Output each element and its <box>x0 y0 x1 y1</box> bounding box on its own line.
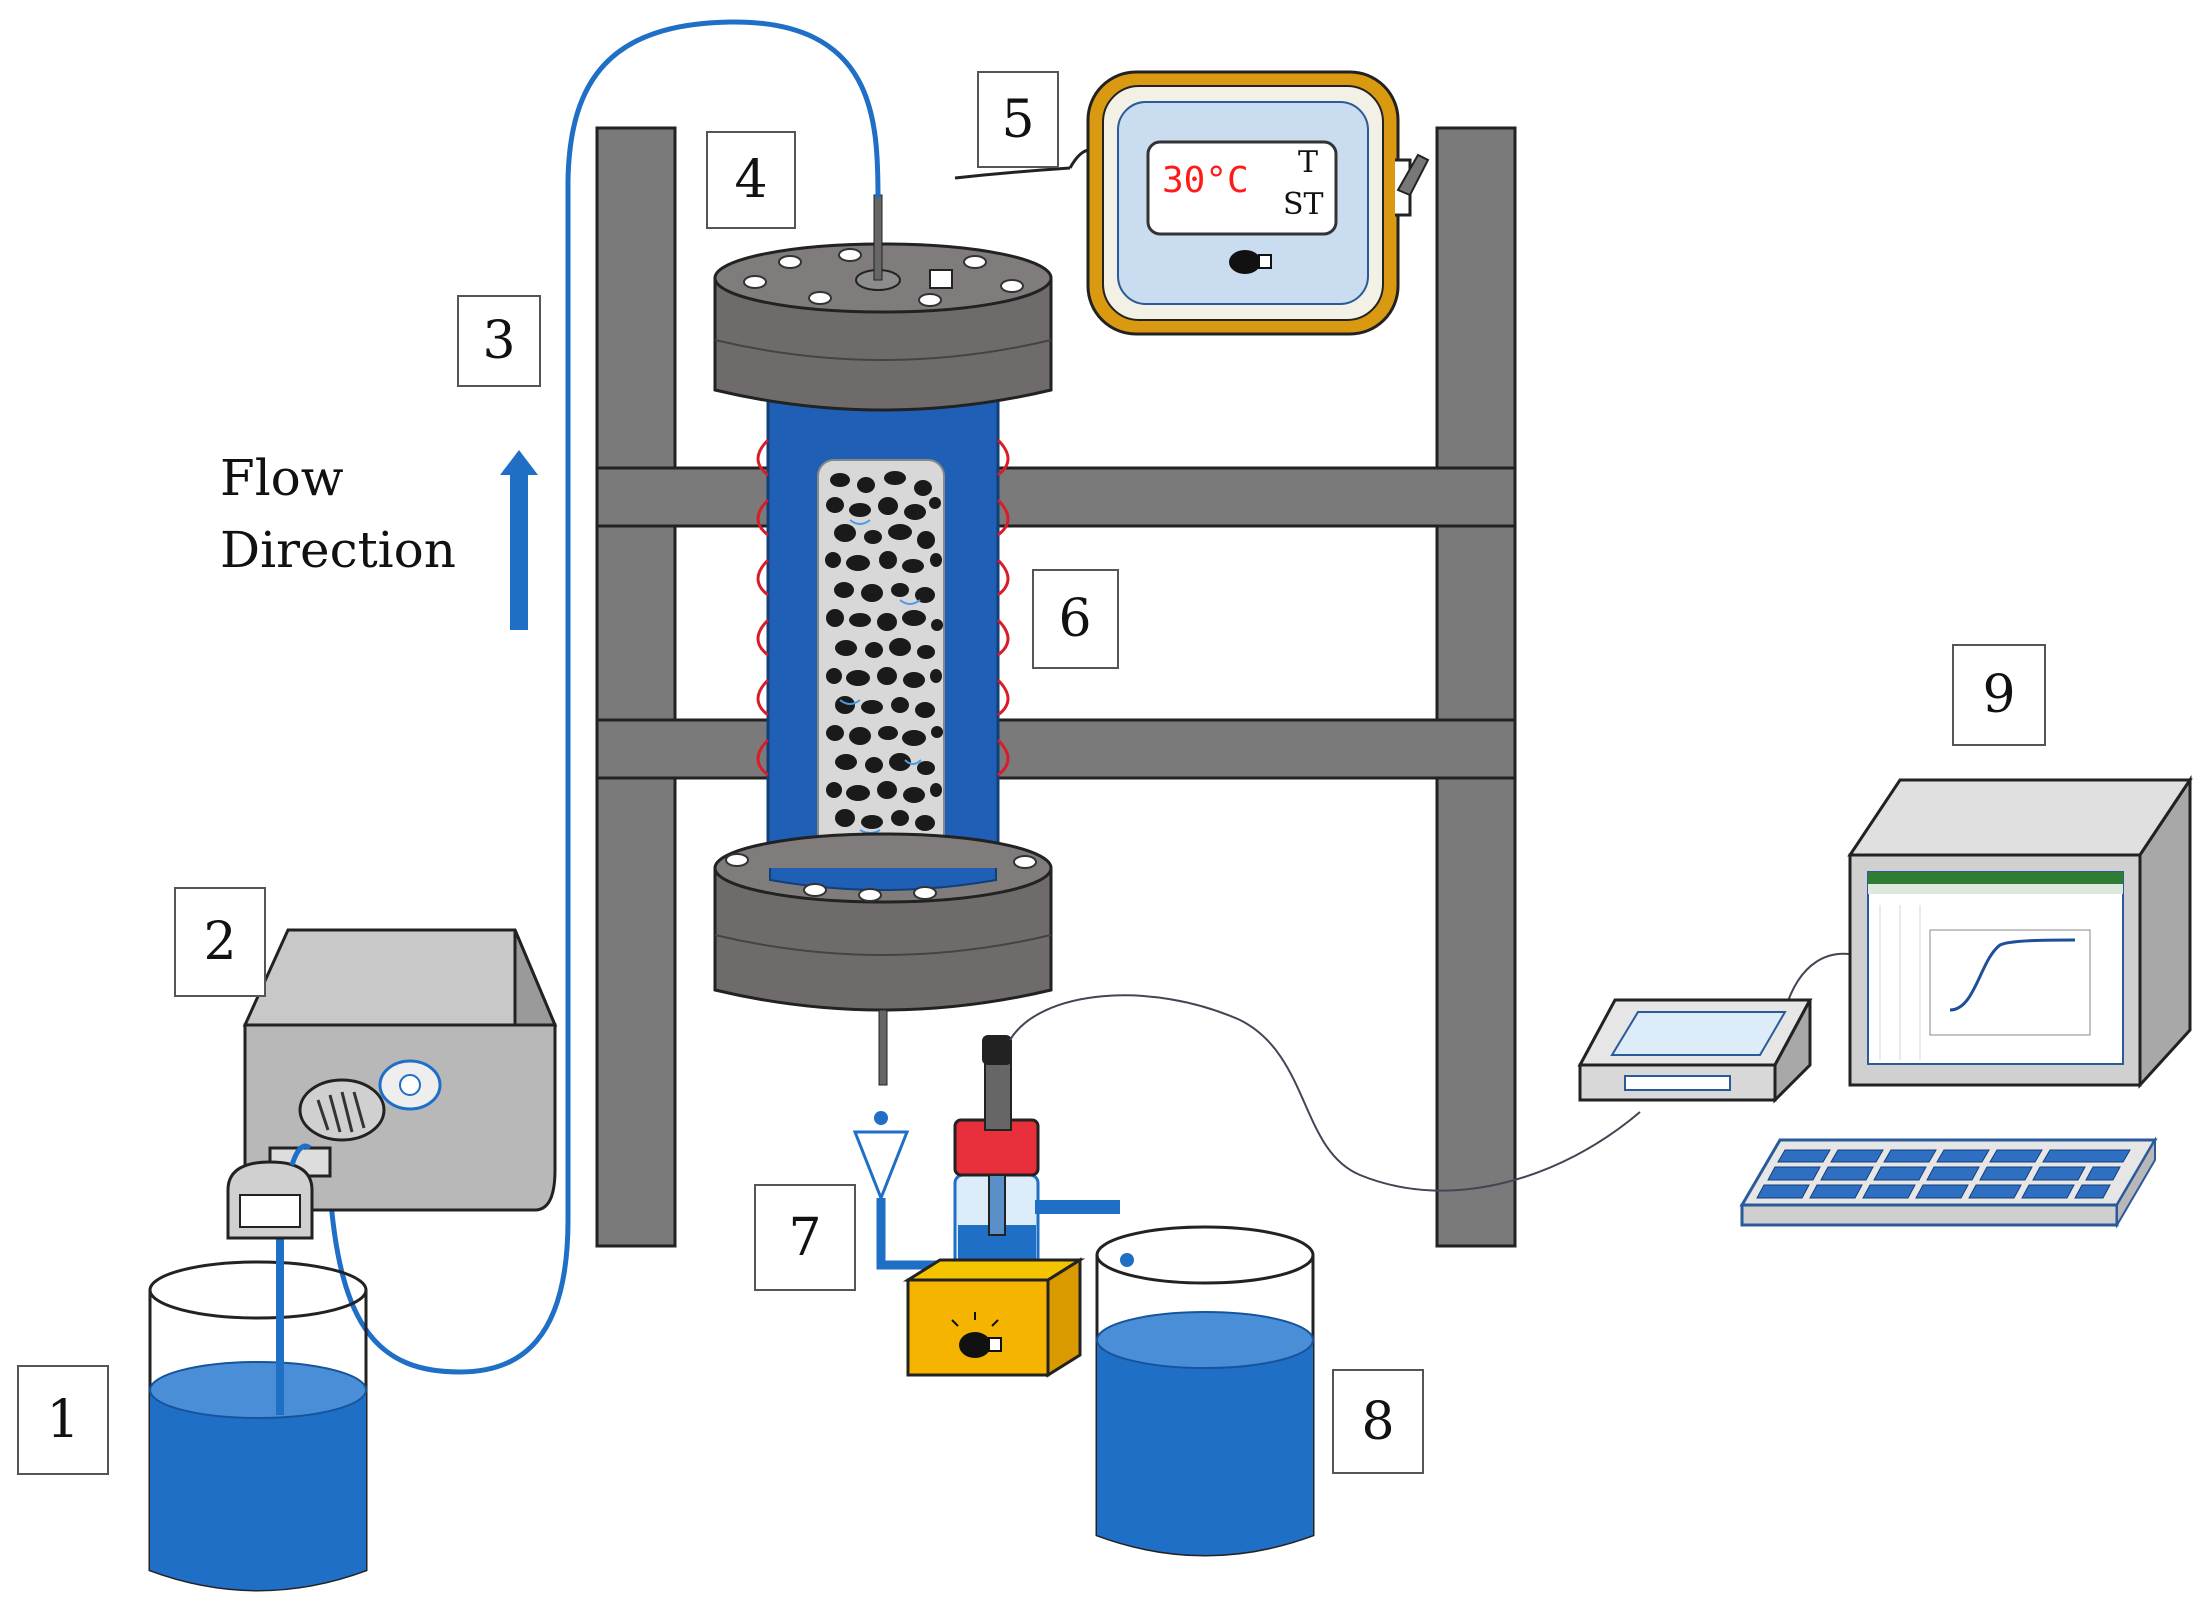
label-8: 8 <box>1332 1369 1424 1474</box>
thermostat-mode-bottom: ST <box>1283 187 1324 222</box>
beaker-icon <box>148 1190 368 1592</box>
label-2: 2 <box>174 887 266 997</box>
bottom-flange <box>713 832 1053 1086</box>
beaker-icon <box>1095 1225 1315 1557</box>
label-6: 6 <box>1032 569 1119 669</box>
flow-direction-arrow <box>500 450 538 630</box>
sensor-probe-icon <box>902 1035 1120 1378</box>
computer-icon <box>1577 775 2193 1104</box>
data-cable <box>1009 994 1641 1192</box>
svg-text:4: 4 <box>734 150 767 210</box>
peristaltic-pump-icon <box>226 928 558 1240</box>
column-icon <box>756 376 1010 900</box>
keyboard-icon <box>1739 1136 2158 1229</box>
label-1: 1 <box>17 1365 109 1475</box>
label-9: 9 <box>1952 644 2046 746</box>
thermostat-temperature: 30°C <box>1162 160 1249 201</box>
svg-text:8: 8 <box>1361 1392 1394 1452</box>
label-3: 3 <box>457 295 541 387</box>
tube-icon <box>327 19 881 1375</box>
flow-label-line1: Flow <box>220 449 344 507</box>
thermostat-mode-top: T <box>1298 145 1318 180</box>
svg-text:5: 5 <box>1001 90 1034 150</box>
label-4: 4 <box>706 131 796 229</box>
flow-label-line2: Direction <box>220 521 456 579</box>
label-5: 5 <box>977 71 1059 168</box>
funnel-icon <box>852 1111 958 1270</box>
label-7: 7 <box>754 1184 856 1291</box>
svg-text:9: 9 <box>1982 665 2015 725</box>
svg-text:2: 2 <box>203 912 236 972</box>
svg-text:7: 7 <box>788 1208 821 1268</box>
svg-text:6: 6 <box>1058 589 1091 649</box>
svg-text:3: 3 <box>482 311 515 371</box>
top-flange <box>713 194 1053 412</box>
heater-wire <box>756 438 1010 777</box>
svg-text:1: 1 <box>46 1390 79 1450</box>
thermostat-icon <box>954 70 1430 336</box>
support-frame <box>595 126 1517 1248</box>
